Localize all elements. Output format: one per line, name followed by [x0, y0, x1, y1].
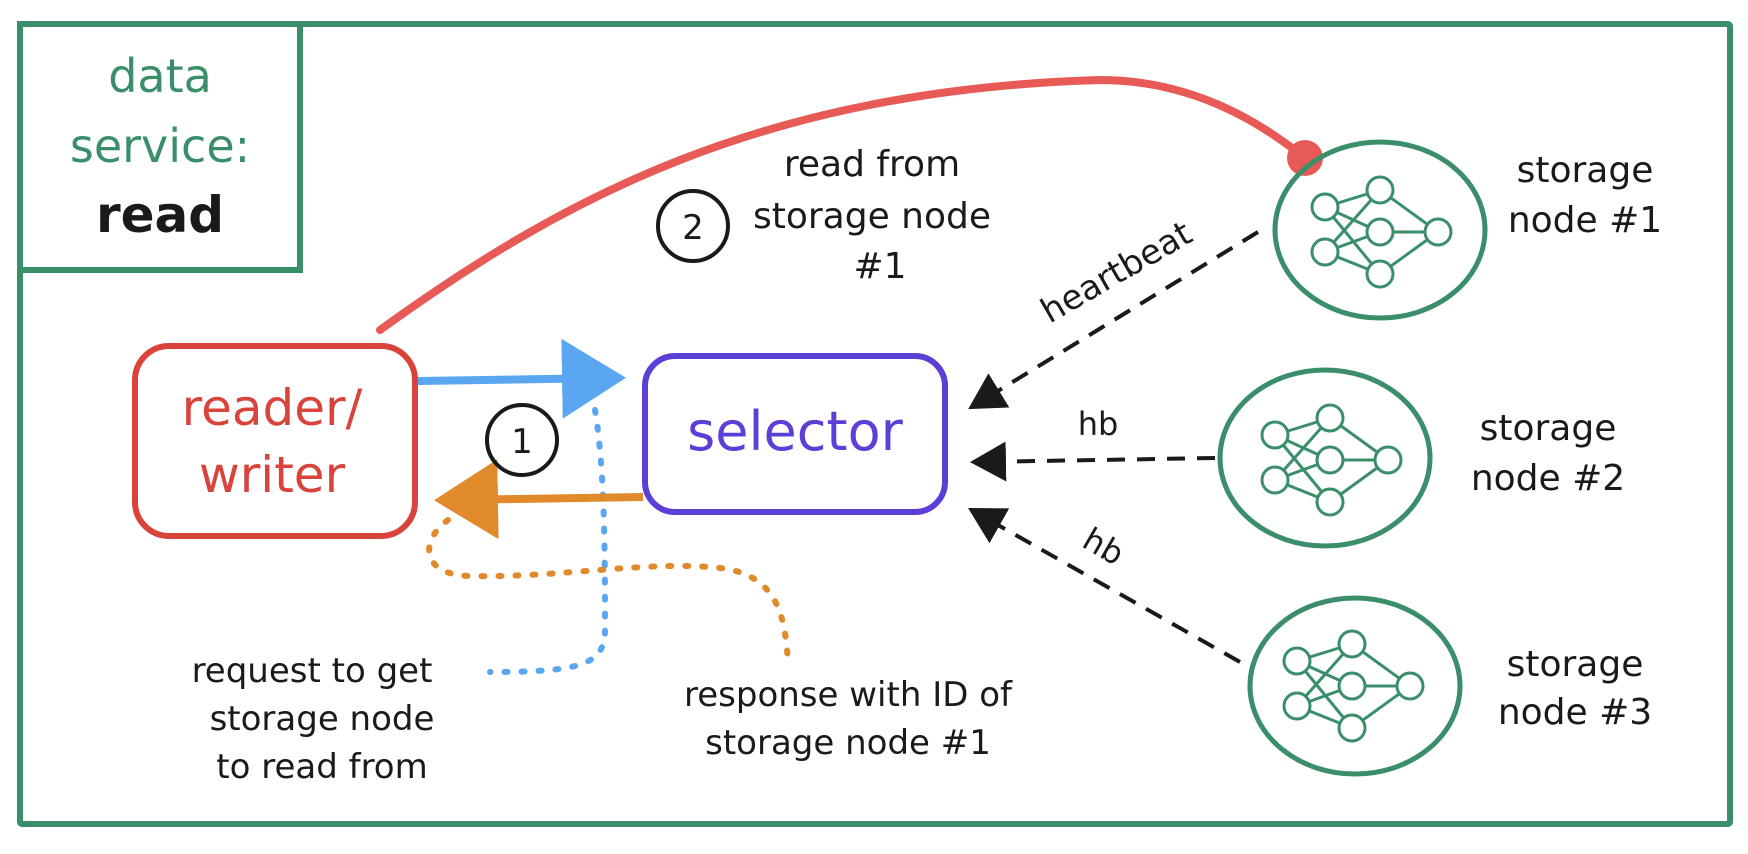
- reader-writer-line-1: reader/: [182, 379, 363, 437]
- request-connector: [487, 407, 609, 675]
- request-line-2: storage node: [210, 699, 435, 739]
- neural-network-icon: [1310, 175, 1453, 289]
- request-line-1: request to get: [192, 651, 433, 691]
- response-line-2: storage node #1: [705, 723, 991, 763]
- neural-network-icon: [1260, 403, 1403, 517]
- step-1-badge: 1: [485, 403, 559, 477]
- read-from-line-3: #1: [853, 246, 906, 287]
- hb-label-3: hb: [1076, 520, 1130, 573]
- storage-node-2: storage node #2: [1217, 367, 1625, 549]
- storage-node-3: storage node #3: [1247, 595, 1652, 777]
- step-2-badge: 2: [656, 189, 730, 263]
- reader-writer-node: reader/ writer: [132, 343, 418, 539]
- storage-node-2-line-1: storage: [1480, 408, 1617, 449]
- outer-frame: [17, 21, 1733, 827]
- storage-node-3-line-2: node #3: [1498, 692, 1652, 733]
- storage-node-1: storage node #1: [1272, 139, 1662, 321]
- heartbeat-label: heartbeat: [1034, 213, 1199, 331]
- read-arrow-endpoint: [1287, 140, 1323, 176]
- response-connector: [426, 517, 791, 665]
- storage-node-1-line-2: node #1: [1508, 200, 1662, 241]
- reader-writer-line-2: writer: [199, 446, 346, 504]
- title-line-3: read: [96, 186, 224, 244]
- step-1-label: 1: [511, 422, 533, 462]
- hb-label-2: hb: [1078, 405, 1119, 443]
- title-line-1: data: [108, 49, 212, 103]
- response-line-1: response with ID of: [684, 675, 1013, 715]
- response-arrow: [434, 459, 644, 540]
- storage-node-1-line-1: storage: [1517, 150, 1654, 191]
- neural-network-icon: [1282, 629, 1425, 743]
- selector-node: selector: [642, 353, 948, 515]
- step-2-label: 2: [682, 208, 704, 248]
- request-arrow: [417, 338, 626, 419]
- storage-node-2-line-2: node #2: [1471, 458, 1625, 499]
- selector-label: selector: [687, 400, 903, 463]
- read-from-line-2: storage node: [753, 196, 991, 237]
- title-line-2: service:: [70, 119, 250, 173]
- heartbeat-arrow-1: [968, 230, 1260, 410]
- storage-node-3-line-1: storage: [1507, 644, 1644, 685]
- read-arrow: [376, 75, 1309, 334]
- heartbeat-arrow-3: [968, 508, 1241, 664]
- heartbeat-arrow-2: [970, 441, 1216, 482]
- title-box: data service: read: [17, 21, 303, 273]
- request-line-3: to read from: [216, 747, 427, 787]
- read-from-line-1: read from: [784, 144, 960, 185]
